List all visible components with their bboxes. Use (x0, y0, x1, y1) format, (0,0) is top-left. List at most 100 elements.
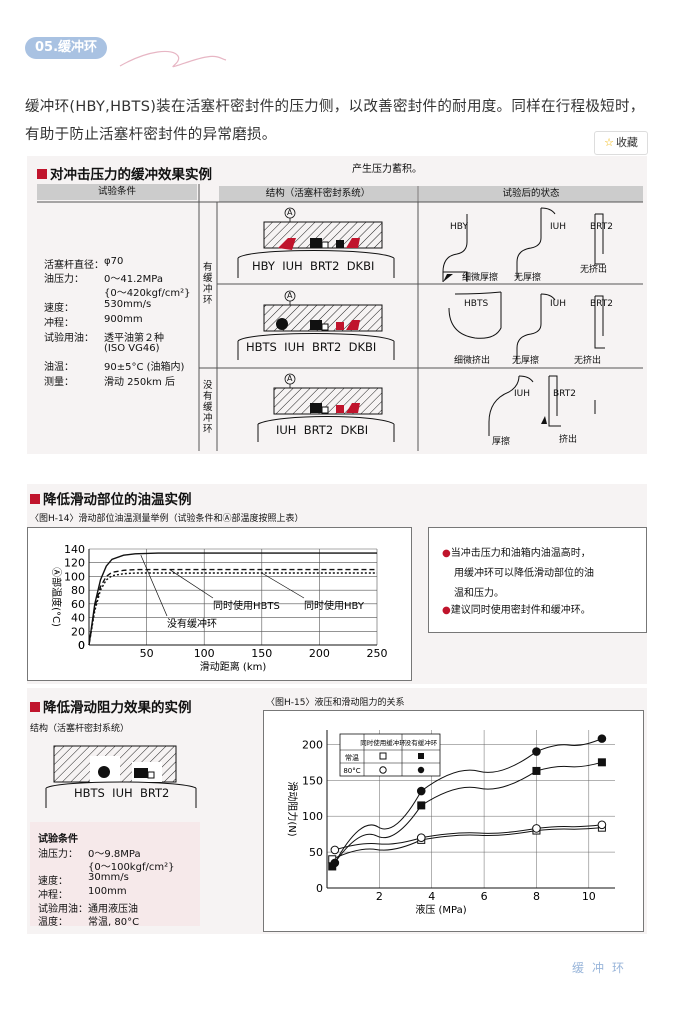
y-axis-label: Ⓐ部温度(°C) (50, 567, 63, 627)
x-tick-label: 100 (194, 647, 215, 660)
y-tick-label: 50 (309, 846, 323, 859)
collect-button[interactable]: ☆收藏 (594, 131, 648, 155)
data-point (597, 758, 606, 767)
legend-row-normal: 常温 (345, 753, 359, 762)
structure-labels-row2: HBTS IUH BRT2 DKBI (246, 340, 377, 354)
note-line: ●当冲击压力和油箱内油温高时， (442, 548, 591, 559)
after-row2-f: 无挤出 (574, 356, 602, 366)
cond-k: 测量： (44, 377, 74, 388)
after-row1-f: 无挤出 (580, 265, 608, 275)
cond-v: 530mm/s (104, 299, 152, 310)
cond-v: 900mm (104, 314, 143, 325)
footer-label: 缓冲环 (572, 961, 633, 975)
x-origin-label: 0 (78, 639, 85, 652)
after-row2-e: 无厚擦 (512, 356, 540, 366)
side-label-with: 有缓冲环 (203, 262, 213, 306)
data-point (532, 824, 541, 833)
data-point (416, 833, 426, 843)
data-point (330, 858, 340, 868)
friction-conditions-title: 试验条件 (38, 834, 78, 845)
cond-k: 油温： (44, 362, 74, 373)
data-point (597, 734, 607, 743)
series-line (88, 568, 377, 646)
data-point (417, 801, 426, 810)
series-leader (140, 555, 168, 617)
cond-k: 油压力： (44, 274, 84, 285)
series-line (334, 738, 603, 864)
header-after: 试验后的状态 (419, 186, 643, 202)
section-badge: 05.缓冲环 (25, 37, 108, 59)
series-label: 同时使用HBY (304, 599, 365, 612)
fcond-v: 通用液压油 (88, 904, 138, 915)
panel2-title: 降低滑动部位的油温实例 (30, 488, 192, 508)
panel1-title: 对冲击压力的缓冲效果实例 (37, 163, 212, 183)
fcond-v: 100mm (88, 886, 127, 897)
note-box (428, 527, 647, 633)
series-label: 同时使用HBTS (213, 599, 280, 612)
mark-a-3: A (287, 374, 293, 383)
after-row1-c: BRT2 (590, 222, 613, 232)
legend-header-without: 没有缓冲环 (405, 738, 438, 747)
cond-k: 速度： (44, 303, 74, 314)
bullet-icon: ● (442, 605, 451, 616)
y-tick-label: 100 (64, 570, 85, 583)
note-line: 温和压力。 (454, 588, 504, 599)
cond-v: (ISO VG46) (104, 343, 160, 354)
y-tick-label: 80 (71, 584, 85, 597)
star-icon: ☆ (604, 136, 614, 149)
y-tick-label: 40 (71, 612, 85, 625)
y-tick-label: 140 (64, 543, 85, 556)
y-tick-label: 150 (302, 774, 323, 787)
side-label-without: 没有缓冲环 (203, 380, 213, 435)
cond-v: {0～420kgf/cm²} (104, 288, 191, 299)
cond-v: 90±5°C (油箱内) (104, 362, 185, 373)
legend-marker-open-square (379, 752, 387, 760)
cond-k: 活塞杆直径： (44, 260, 104, 271)
x-tick-label: 10 (582, 890, 596, 903)
y-tick-label: 120 (64, 557, 85, 570)
after-row2-a: HBTS (464, 299, 489, 309)
after-row2-d: 细微挤出 (454, 356, 491, 366)
after-row1-a: HBY (450, 222, 468, 232)
y-axis-label: 滑动阻力(N) (286, 781, 299, 836)
note-line: ●建议同时使用密封件和缓冲环。 (442, 605, 591, 616)
y-tick-label: 100 (302, 810, 323, 823)
fcond-k: 冲程： (38, 890, 68, 901)
data-point (416, 786, 426, 796)
data-point (330, 845, 340, 855)
intro-paragraph: 缓冲环(HBY,HBTS)装在活塞杆密封件的压力侧，以改善密封件的耐用度。同样在… (25, 99, 645, 143)
after-row3-d: 厚擦 (492, 437, 511, 447)
friction-seal-structure (45, 745, 197, 808)
data-point (597, 820, 607, 830)
after-row3-c: BRT2 (553, 389, 576, 399)
panel1-grid (37, 184, 643, 451)
x-tick-label: 8 (533, 890, 540, 903)
cond-v: 0～41.2MPa (104, 274, 163, 285)
series-leader (261, 572, 305, 599)
legend: 同时使用缓冲环没有缓冲环常温80°C (339, 733, 441, 777)
fcond-k: 试验用油： (38, 904, 88, 915)
fcond-k: 温度： (38, 917, 68, 928)
header-conditions: 试验条件 (37, 184, 197, 200)
legend-marker-open-circle (379, 766, 387, 774)
panel3-structure-label: 结构（活塞杆密封系统） (30, 724, 130, 734)
x-axis-label: 滑动距离 (km) (200, 660, 267, 673)
series-line (332, 827, 602, 860)
y-tick-label: 0 (78, 639, 85, 652)
series-line (88, 572, 377, 646)
fcond-k: 油压力： (38, 849, 78, 860)
x-tick-label: 250 (367, 647, 388, 660)
cond-k: 试验用油： (44, 333, 94, 344)
header-structure: 结构（活塞杆密封系统） (219, 186, 417, 202)
structure-labels-row3: IUH BRT2 DKBI (276, 423, 369, 437)
mark-a-1: A (287, 208, 293, 217)
y-tick-label: 200 (302, 738, 323, 751)
friction-structure-labels: HBTS IUH BRT2 (74, 786, 170, 800)
after-row2-b: IUH (550, 299, 567, 309)
x-tick-label: 200 (309, 647, 330, 660)
cond-k: 冲程： (44, 318, 74, 329)
panel2-subtitle: 〈图H-14〉滑动部位油温测量举例（试验条件和Ⓐ部温度按照上表） (30, 514, 304, 524)
